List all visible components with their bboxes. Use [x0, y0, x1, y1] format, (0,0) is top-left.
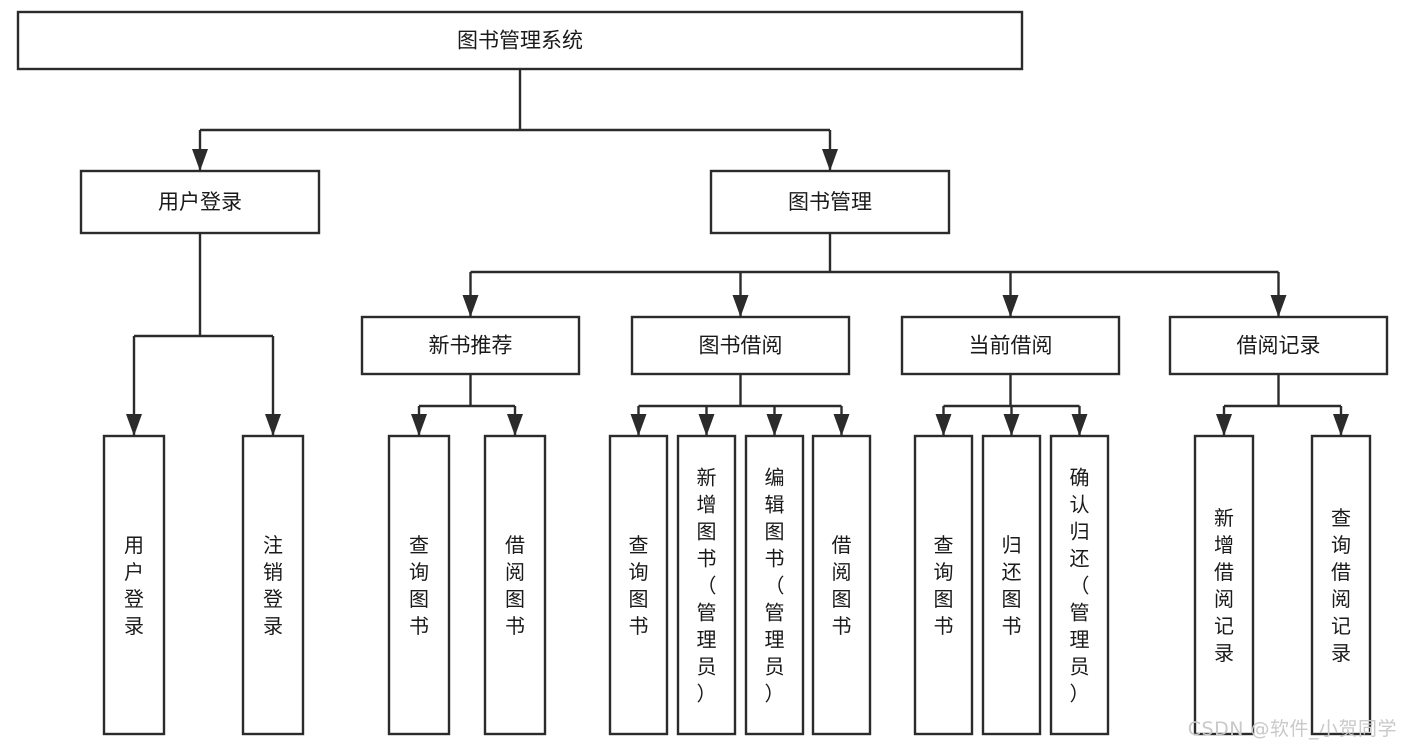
- node-label: 借阅图书: [832, 533, 852, 638]
- node-label: 新书推荐: [429, 334, 513, 358]
- node-box-rect: [102, 434, 166, 736]
- node-box-rect: [360, 315, 581, 376]
- node-leaf-5[interactable]: 新增图书（管理员）: [676, 434, 737, 736]
- node-leaf-4[interactable]: 查询图书: [608, 434, 669, 736]
- node-label: 图书管理: [788, 190, 872, 214]
- node-label: 借阅记录: [1237, 334, 1321, 358]
- node-leaf-2[interactable]: 查询图书: [387, 434, 451, 736]
- node-label: 查询图书: [629, 533, 649, 638]
- node-boxes-layer: 图书管理系统用户登录图书管理新书推荐图书借阅当前借阅借阅记录用户登录注销登录查询…: [16, 10, 1389, 736]
- node-leaf-9[interactable]: 归还图书: [981, 434, 1042, 736]
- node-box-rect: [709, 169, 951, 235]
- node-l2-1[interactable]: 图书借阅: [630, 315, 851, 376]
- arrow-head-icon: [507, 414, 523, 436]
- node-label: 当前借阅: [969, 334, 1053, 358]
- node-box-rect: [608, 434, 669, 736]
- node-box-rect: [241, 434, 305, 736]
- arrow-head-icon: [1002, 295, 1019, 317]
- arrow-head-icon: [766, 414, 783, 436]
- node-box-rect: [1168, 315, 1389, 376]
- node-leaf-1[interactable]: 注销登录: [241, 434, 305, 736]
- node-label: 借阅图书: [505, 533, 525, 638]
- node-leaf-12[interactable]: 查询借阅记录: [1310, 434, 1372, 736]
- node-leaf-3[interactable]: 借阅图书: [483, 434, 547, 736]
- node-box-rect: [1049, 434, 1110, 736]
- node-l2-2[interactable]: 当前借阅: [900, 315, 1121, 376]
- node-l2-0[interactable]: 新书推荐: [360, 315, 581, 376]
- arrow-head-icon: [1003, 414, 1020, 436]
- node-box-rect: [630, 315, 851, 376]
- arrow-head-icon: [1333, 414, 1349, 436]
- node-label: 新增图书（管理员）: [697, 466, 717, 706]
- node-label: 注销登录: [263, 533, 283, 638]
- arrow-head-icon: [1071, 414, 1088, 436]
- node-label: 查询图书: [409, 533, 429, 638]
- node-box-rect: [811, 434, 872, 736]
- node-box-rect: [16, 10, 1024, 71]
- node-leaf-6[interactable]: 编辑图书（管理员）: [744, 434, 805, 736]
- node-box-rect: [1310, 434, 1372, 736]
- node-label: 确认归还（管理员）: [1070, 466, 1090, 706]
- node-box-rect: [900, 315, 1121, 376]
- node-leaf-7[interactable]: 借阅图书: [811, 434, 872, 736]
- arrow-head-icon: [192, 149, 208, 171]
- arrow-head-icon: [732, 295, 749, 317]
- arrow-head-icon: [935, 414, 952, 436]
- node-label: 图书管理系统: [457, 29, 583, 53]
- node-box-rect: [483, 434, 547, 736]
- node-label: 新增借阅记录: [1214, 506, 1234, 665]
- arrow-head-icon: [126, 414, 142, 436]
- node-box-rect: [1193, 434, 1255, 736]
- node-l1-1[interactable]: 图书管理: [709, 169, 951, 235]
- node-box-rect: [79, 169, 321, 235]
- node-label: 归还图书: [1002, 533, 1022, 638]
- node-box-rect: [676, 434, 737, 736]
- node-leaf-10[interactable]: 确认归还（管理员）: [1049, 434, 1110, 736]
- node-box-rect: [981, 434, 1042, 736]
- arrow-head-icon: [411, 414, 427, 436]
- csdn-watermark: CSDN @软件_小贺同学: [1187, 718, 1397, 740]
- arrow-head-icon: [462, 295, 479, 317]
- arrow-head-icon: [1270, 295, 1287, 317]
- arrow-head-icon: [822, 149, 838, 171]
- node-box-rect: [744, 434, 805, 736]
- node-leaf-8[interactable]: 查询图书: [913, 434, 974, 736]
- arrow-head-icon: [630, 414, 647, 436]
- arrow-head-icon: [1216, 414, 1232, 436]
- node-root[interactable]: 图书管理系统: [16, 10, 1024, 71]
- arrow-head-icon: [265, 414, 281, 436]
- node-label: 查询图书: [934, 533, 954, 638]
- node-label: 查询借阅记录: [1331, 506, 1351, 665]
- node-label: 编辑图书（管理员）: [765, 466, 785, 706]
- node-leaf-0[interactable]: 用户登录: [102, 434, 166, 736]
- connector-edges-layer: [126, 69, 1349, 436]
- node-l1-0[interactable]: 用户登录: [79, 169, 321, 235]
- node-label: 图书借阅: [699, 334, 783, 358]
- node-box-rect: [387, 434, 451, 736]
- arrow-head-icon: [698, 414, 715, 436]
- node-leaf-11[interactable]: 新增借阅记录: [1193, 434, 1255, 736]
- arrow-head-icon: [833, 414, 850, 436]
- node-l2-3[interactable]: 借阅记录: [1168, 315, 1389, 376]
- node-label: 用户登录: [124, 533, 144, 638]
- node-label: 用户登录: [158, 190, 242, 214]
- node-box-rect: [913, 434, 974, 736]
